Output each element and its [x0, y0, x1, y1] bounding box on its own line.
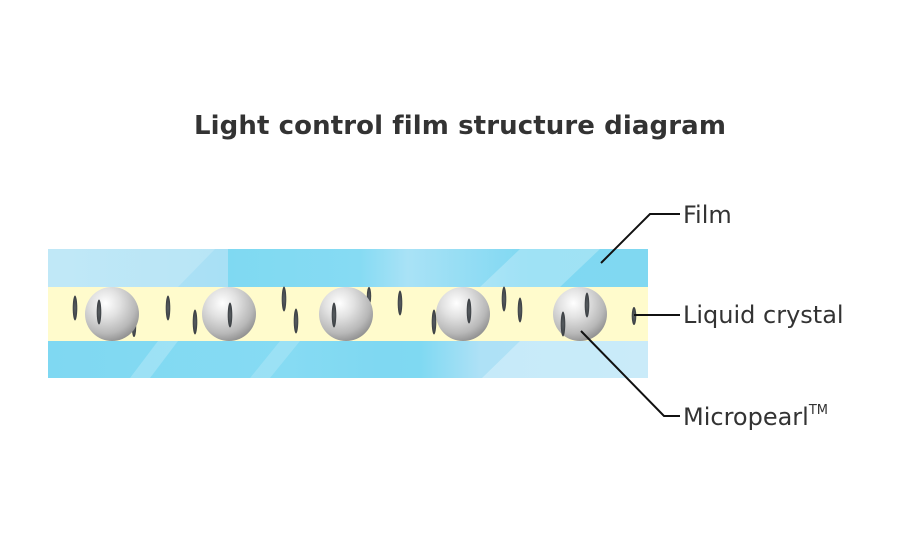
- film-label: Film: [683, 201, 732, 229]
- film-top-layer: [48, 249, 648, 287]
- lc-molecule: [331, 302, 337, 328]
- trademark-mark: TM: [808, 403, 829, 418]
- film-top: [48, 249, 648, 287]
- micropearl-label-text: Micropearl: [683, 403, 809, 431]
- micropearl-label: MicropearlTM: [683, 403, 829, 431]
- lc-molecule: [584, 292, 590, 318]
- micropearl: [319, 287, 373, 341]
- lc-molecule: [560, 311, 566, 337]
- film-bottom-layer: [48, 341, 648, 378]
- micropearl: [85, 287, 139, 341]
- liquid-crystal-label: Liquid crystal: [683, 301, 844, 329]
- lc-molecule: [72, 295, 78, 321]
- micropearl: [436, 287, 490, 341]
- film-bottom-sheen: [130, 341, 178, 378]
- diagram-title: Light control film structure diagram: [193, 111, 727, 141]
- lc-molecule: [96, 299, 102, 325]
- lc-molecule: [431, 309, 437, 335]
- lc-molecule: [517, 297, 523, 323]
- lc-molecule: [192, 309, 198, 335]
- lc-molecule: [293, 308, 299, 334]
- film-leader-line: [600, 213, 680, 264]
- lc-molecule: [165, 295, 171, 321]
- micropearl: [553, 287, 607, 341]
- lc-molecule: [281, 286, 287, 312]
- film-bottom-sheen-2: [250, 341, 300, 378]
- micropearl-leader-line: [580, 330, 680, 417]
- lc-molecule: [397, 290, 403, 316]
- film-top-sheen-2: [480, 249, 600, 287]
- lc-molecule: [501, 286, 507, 312]
- lc-molecule: [227, 302, 233, 328]
- film-bottom-sheen-3: [482, 341, 648, 378]
- film-top-sheen: [48, 249, 215, 287]
- leader-lines: [580, 213, 680, 417]
- lc-molecule: [466, 298, 472, 324]
- film-bottom: [48, 341, 648, 378]
- liquid-crystal-molecules: [72, 286, 637, 337]
